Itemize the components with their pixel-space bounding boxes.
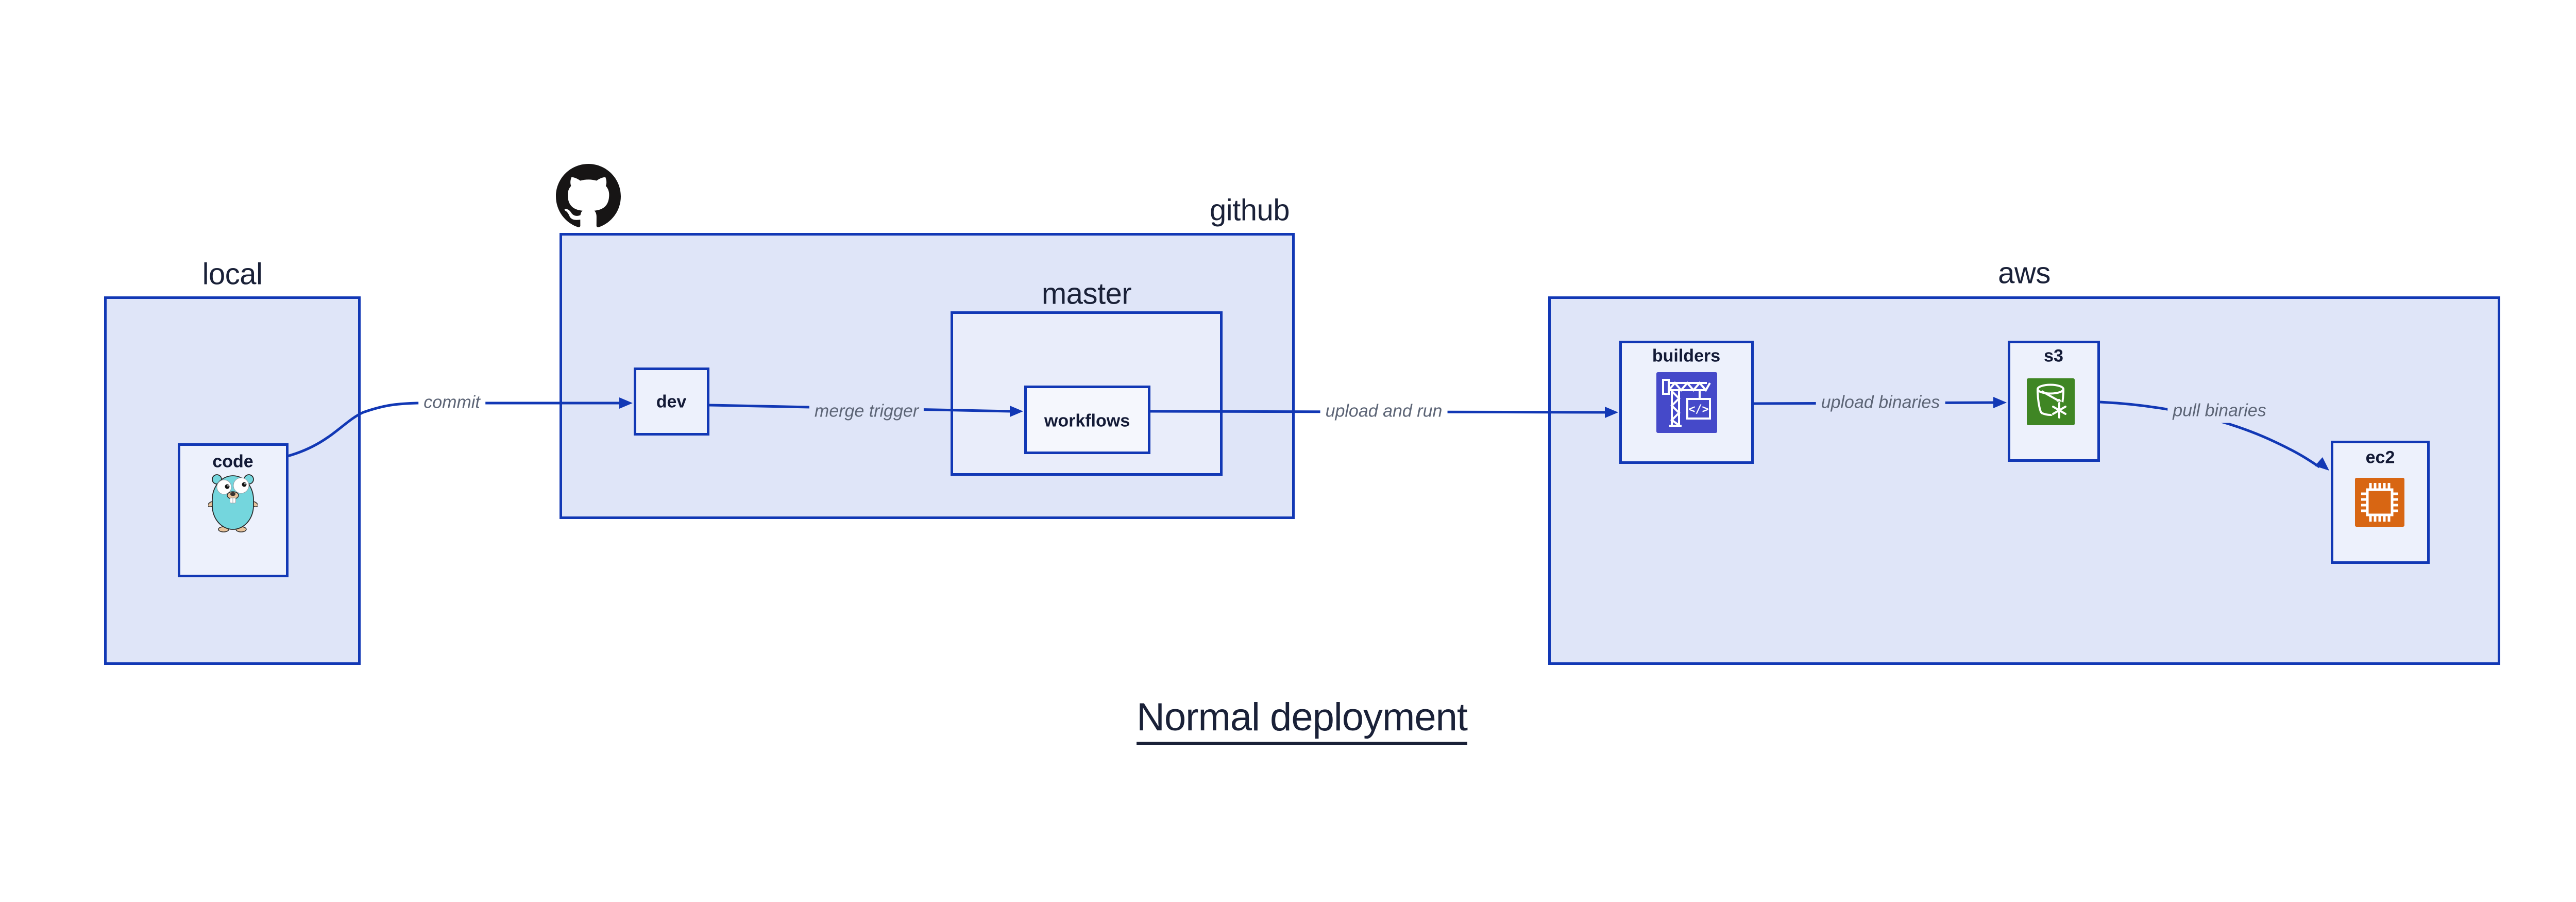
edge-label-upload-and-run: upload and run [1320,399,1448,424]
node-dev [634,368,709,436]
node-label-builders: builders [1652,346,1721,366]
node-label-ec2: ec2 [2365,447,2395,467]
ec2-chip-icon [2355,478,2404,527]
node-label-s3: s3 [2044,346,2063,366]
diagram-title: Normal deployment [1137,695,1468,745]
edge-label-pull-binaries: pull binaries [2167,398,2272,423]
s3-bucket-icon [2027,378,2075,425]
cluster-label-aws: aws [1998,256,2050,290]
svg-text:</>: </> [1688,403,1709,416]
cluster-label-local: local [202,257,263,291]
edge-label-upload-binaries: upload binaries [1816,390,1945,415]
edge-label-commit: commit [418,390,485,415]
codebuild-crane-icon: </> [1656,372,1717,433]
cluster-label-github: github [1209,193,1290,227]
node-builders [1619,341,1754,464]
node-label-workflows: workflows [1044,411,1130,431]
node-workflows [1024,386,1150,454]
node-label-dev: dev [656,392,687,412]
github-octocat-icon [556,164,621,227]
cluster-label-master: master [1041,277,1132,311]
edge-label-merge-trigger: merge trigger [809,399,924,424]
go-gopher-icon [208,474,258,532]
node-label-code: code [212,452,253,472]
